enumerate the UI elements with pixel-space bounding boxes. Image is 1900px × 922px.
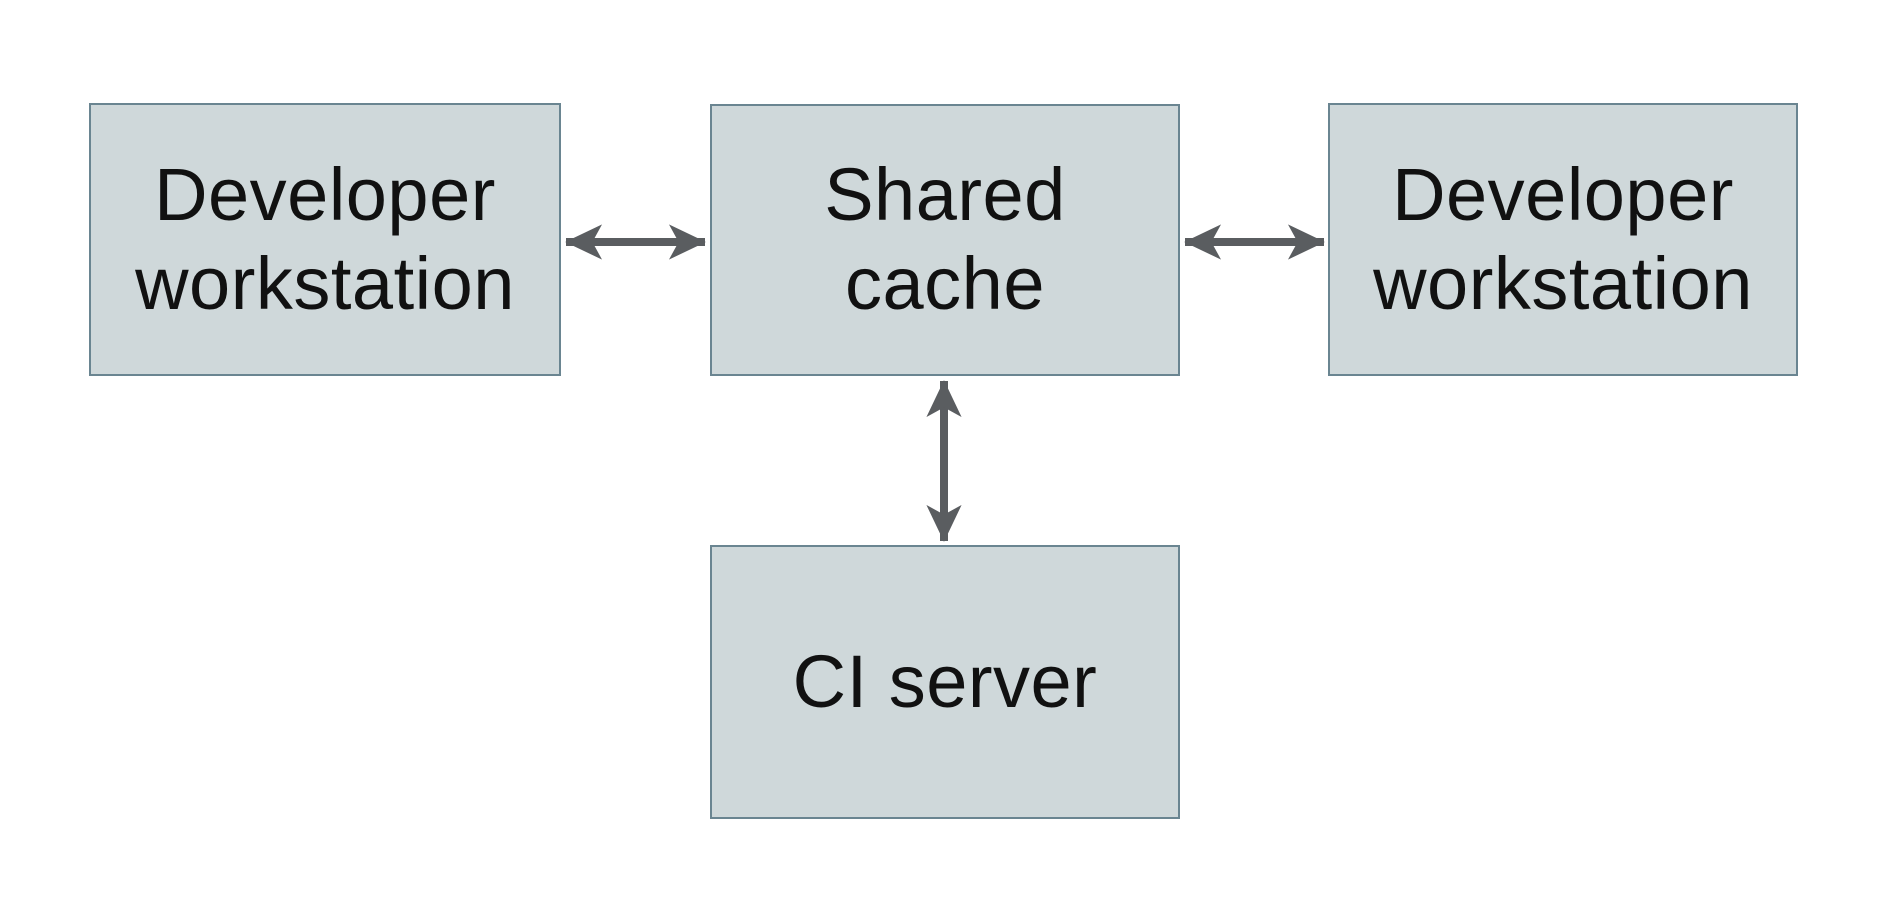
- node-label: Developer workstation: [135, 152, 515, 325]
- node-label: CI server: [792, 639, 1098, 723]
- node-label: Developer workstation: [1373, 152, 1753, 325]
- node-shared-cache: Shared cache: [710, 104, 1180, 376]
- node-label: Shared cache: [824, 153, 1066, 325]
- node-ci-server: CI server: [710, 545, 1180, 819]
- node-developer-workstation-right: Developer workstation: [1328, 103, 1798, 376]
- node-developer-workstation-left: Developer workstation: [89, 103, 561, 376]
